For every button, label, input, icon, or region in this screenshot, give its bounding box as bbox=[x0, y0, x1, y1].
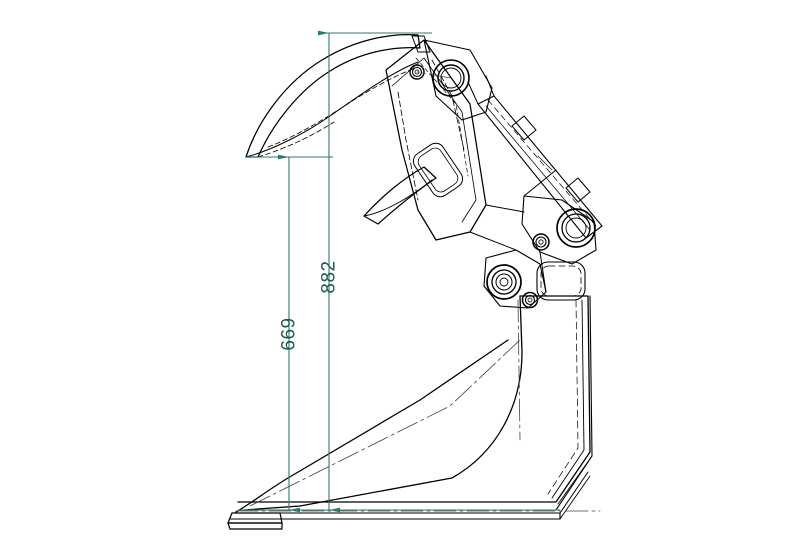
linkage-arms bbox=[469, 204, 547, 293]
machine-geometry bbox=[227, 34, 603, 530]
dimension-882-label: 882 bbox=[319, 260, 340, 293]
dimension-669-label: 669 bbox=[279, 317, 300, 350]
upper-pivot-boss bbox=[409, 39, 493, 121]
lower-grapple-tine bbox=[363, 166, 437, 225]
mid-pivot-boss bbox=[521, 169, 597, 265]
dimension-annotations: 669 882 bbox=[238, 30, 560, 513]
hydraulic-cylinder bbox=[467, 75, 603, 239]
arm-cutout bbox=[412, 142, 464, 198]
lower-pivot-boss bbox=[483, 249, 547, 309]
dimension-669: 669 bbox=[278, 154, 300, 513]
cutting-edge bbox=[227, 471, 591, 530]
dimension-882: 882 bbox=[318, 30, 340, 513]
mount-plate-cutout bbox=[519, 261, 586, 301]
